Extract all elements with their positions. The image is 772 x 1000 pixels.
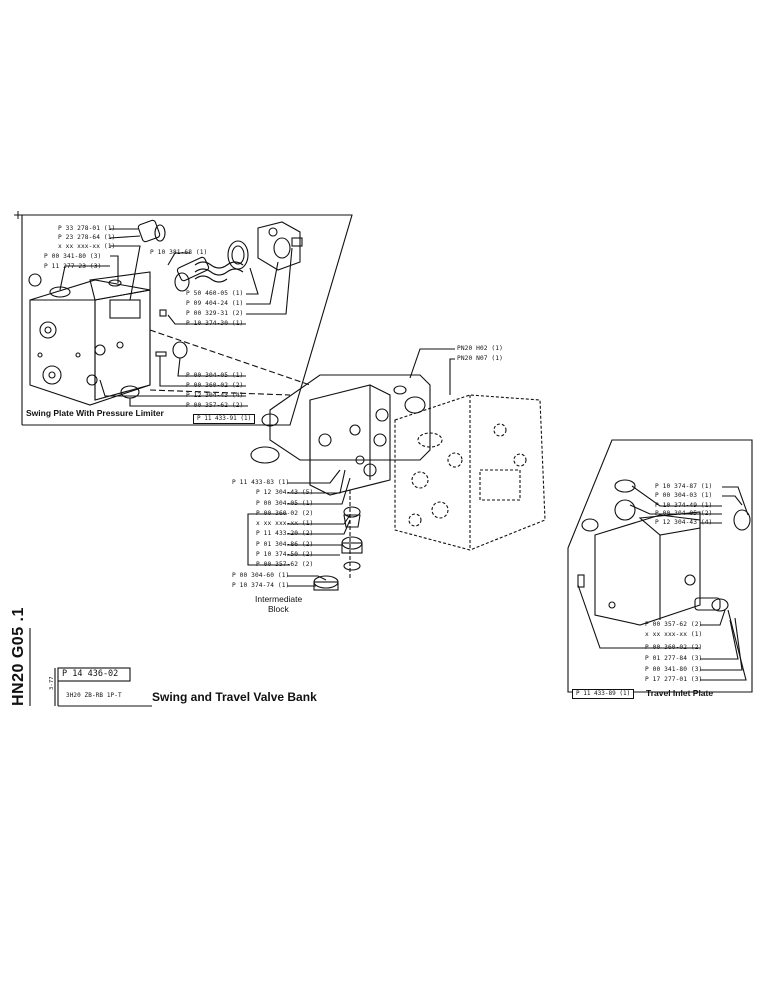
part-label: P 00 304-03 (1) <box>655 492 713 499</box>
part-label: P 00 357-62 (2) <box>186 402 244 409</box>
travel-inlet-block <box>577 479 751 626</box>
part-label: P 00 341-80 (3) <box>645 666 703 673</box>
part-label: P 00 304-05 (2) <box>655 510 713 517</box>
travel-inlet-caption: Travel Inlet Plate <box>646 688 714 698</box>
valve-bank-body <box>250 374 431 496</box>
intermediate-caption-2: Block <box>268 604 289 614</box>
valve-bank-label: PN20 N07 (1) <box>457 355 503 362</box>
travel-inlet-ref: P 11 433-89 (1) <box>572 689 635 699</box>
part-label: P 09 404-24 (1) <box>186 300 244 307</box>
part-label: P 10 374-30 (1) <box>186 320 244 327</box>
part-label: P 10 374-87 (1) <box>655 483 713 490</box>
part-label: P 12 304-43 (4) <box>655 519 713 526</box>
part-label: P 00 357-62 (2) <box>645 621 703 628</box>
part-label: x xx xxx-xx (1) <box>256 520 314 527</box>
part-label: x xx xxx-xx (1) <box>645 631 703 638</box>
part-label: P 23 278-64 (1) <box>58 234 116 241</box>
part-label: P 12 304-43 (5) <box>256 489 314 496</box>
valve-bank-label: PN20 H02 (1) <box>457 345 503 352</box>
part-label: P 01 304-86 (2) <box>256 541 314 548</box>
part-label: P 00 329-31 (2) <box>186 310 244 317</box>
part-label: P 00 341-80 (3) <box>44 253 102 260</box>
part-label: P 00 304-05 (1) <box>186 372 244 379</box>
part-number: P 14 436-02 <box>62 669 119 679</box>
part-label: P 00 360-02 (2) <box>256 510 314 517</box>
pressure-limiter-parts <box>120 219 303 399</box>
valve-bank-dashed <box>394 394 546 551</box>
part-label: P 11 277-23 (3) <box>44 263 102 270</box>
part-label: P 00 360-02 (2) <box>186 382 244 389</box>
part-label: P 33 278-01 (1) <box>58 225 116 232</box>
swing-plate-caption: Swing Plate With Pressure Limiter <box>26 408 164 418</box>
part-label: P 11 433-20 (2) <box>256 530 314 537</box>
side-code: HN20 G05 .1 <box>10 607 27 706</box>
part-label: P 01 277-84 (3) <box>645 655 703 662</box>
part-label: P 50 460-05 (1) <box>186 290 244 297</box>
date-code: 3-77 <box>49 676 55 690</box>
part-label: P 10 381-68 (1) <box>150 249 208 256</box>
model-code: 3H20 ZB-RB 1P-T <box>66 692 122 699</box>
intermediate-caption: Intermediate <box>255 594 303 604</box>
part-label: P 10 374-50 (2) <box>256 551 314 558</box>
part-label: P 12 304-43 (4) <box>186 392 244 399</box>
part-label: P 10 374-74 (1) <box>232 582 290 589</box>
part-label: P 00 304-60 (1) <box>232 572 290 579</box>
drawing-title: Swing and Travel Valve Bank <box>152 690 317 704</box>
part-label: P 00 360-02 (2) <box>645 644 703 651</box>
part-label: P 11 433-83 (1) <box>232 479 290 486</box>
part-label: P 00 304-05 (1) <box>256 500 314 507</box>
part-label: P 00 357-62 (2) <box>256 561 314 568</box>
part-label: P 10 374-49 (1) <box>655 502 713 509</box>
intermediate-parts <box>313 490 363 591</box>
part-label: x xx xxx-xx (1) <box>58 243 116 250</box>
part-label: P 17 277-01 (3) <box>645 676 703 683</box>
swing-plate-ref: P 11 433-91 (1) <box>193 414 256 424</box>
